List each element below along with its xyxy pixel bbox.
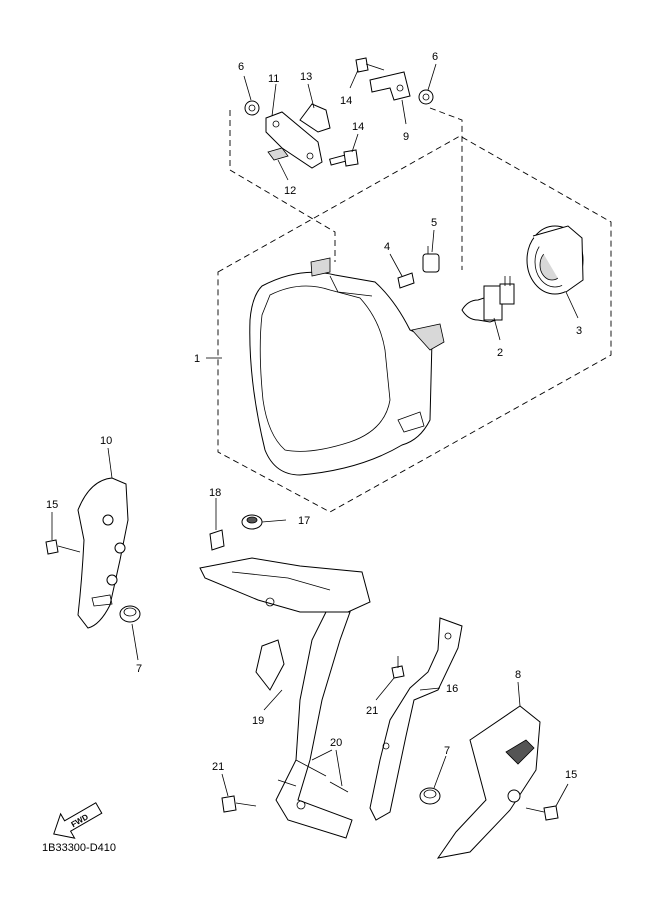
rod-20 (295, 759, 349, 793)
callout-21-lower: 21 (212, 761, 224, 773)
callout-12: 12 (284, 185, 296, 197)
callout-14-upper: 14 (340, 95, 352, 107)
callout-15-left: 15 (46, 499, 58, 511)
headlight-bulb (461, 276, 515, 323)
headlight-stay (199, 557, 371, 839)
callout-2: 2 (497, 347, 503, 359)
bolt-21-upper (391, 656, 405, 679)
side-cover-right (436, 705, 541, 859)
callout-14-lower: 14 (352, 121, 364, 133)
callout-20: 20 (330, 737, 342, 749)
bracket-16 (369, 617, 463, 821)
bolt-14-lower (329, 149, 359, 167)
guide-line-right (429, 107, 463, 270)
callout-10: 10 (100, 435, 112, 447)
side-cover-left (77, 477, 129, 629)
bolt-14-upper (355, 57, 385, 73)
callout-6-right: 6 (432, 51, 438, 63)
callout-5: 5 (431, 217, 437, 229)
callout-17: 17 (298, 515, 310, 527)
callout-7-left: 7 (136, 663, 142, 675)
pilot-bulb (397, 272, 415, 289)
washer-6-right (418, 89, 434, 105)
callout-7-right: 7 (444, 745, 450, 757)
damper-12 (267, 147, 289, 161)
bulb-socket-cover (526, 225, 584, 295)
collar-18 (209, 529, 225, 551)
callout-8: 8 (515, 669, 521, 681)
callout-11: 11 (268, 73, 279, 85)
grommet-17 (241, 514, 263, 530)
callout-13: 13 (300, 71, 312, 83)
pilot-socket (422, 246, 440, 273)
callout-19: 19 (252, 715, 264, 727)
callout-6-left: 6 (238, 61, 244, 73)
callout-18: 18 (209, 487, 221, 499)
callout-9: 9 (403, 131, 409, 143)
bolt-15-right (525, 805, 559, 821)
fwd-arrow-icon: FWD (53, 802, 103, 839)
clamp-13 (299, 103, 331, 133)
grommet-7-left (119, 605, 141, 623)
bracket-11 (265, 111, 323, 169)
callout-16: 16 (446, 683, 458, 695)
leader-lines (51, 63, 579, 807)
callout-3: 3 (576, 325, 582, 337)
bolt-21-lower (221, 795, 257, 813)
diagram-code: 1B33300-D410 (42, 842, 117, 854)
callout-21-upper: 21 (366, 705, 378, 717)
callout-15-right: 15 (565, 769, 577, 781)
bracket-9 (369, 71, 411, 101)
headlight-assembly-boundary (217, 135, 612, 513)
callout-4: 4 (384, 241, 390, 253)
callout-1: 1 (194, 353, 200, 365)
headlight-housing (249, 257, 445, 476)
guide-line-left (229, 110, 336, 262)
washer-6-left (244, 100, 260, 116)
bolt-15-left (45, 539, 81, 555)
grommet-7-right (419, 787, 441, 805)
